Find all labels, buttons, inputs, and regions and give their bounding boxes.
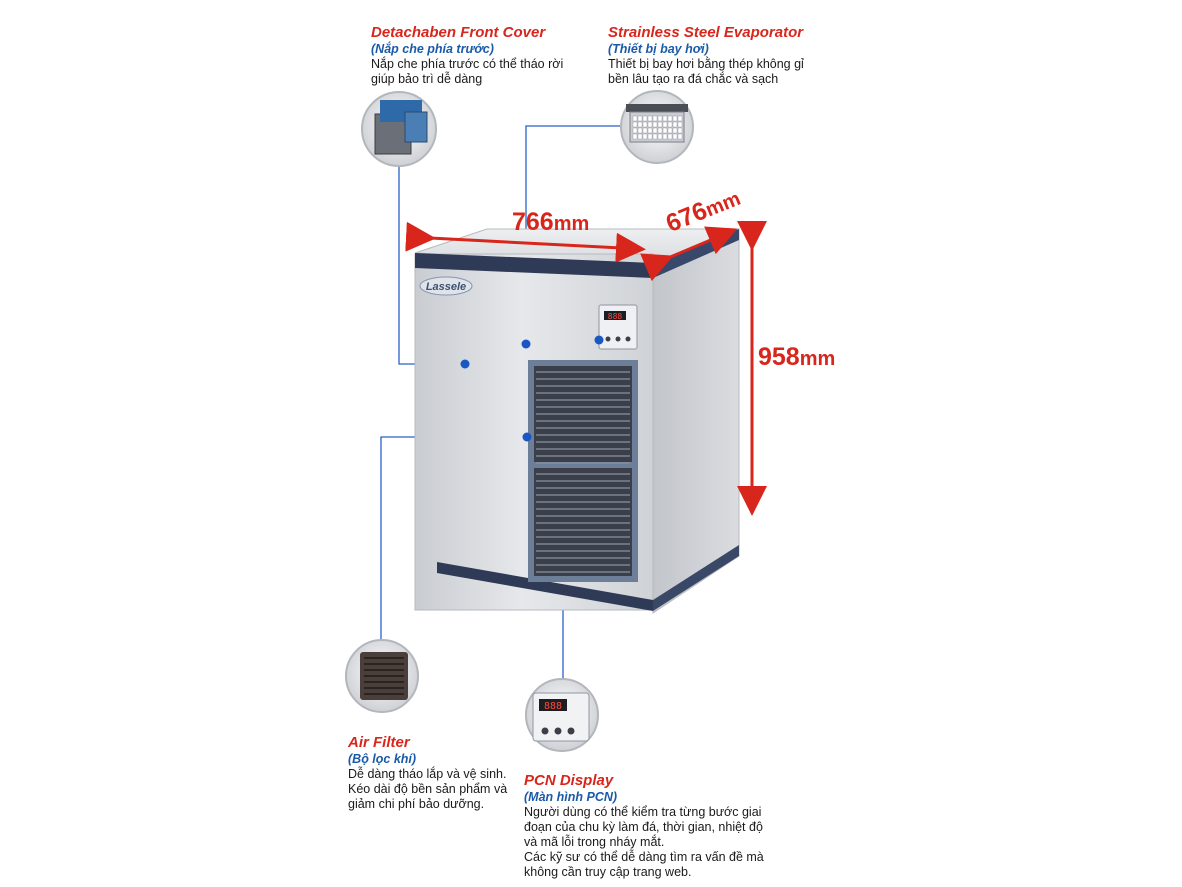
description-line: giảm chi phí bảo dưỡng. [348,797,485,811]
ice-cube-cell [677,127,683,134]
width-unit: mm [553,213,590,235]
description-line: Người dùng có thể kiểm tra từng bước gia… [524,805,762,819]
brand-logo: Lassele [426,281,466,293]
feature-front-cover: Detachaben Front Cover (Nắp che phía trư… [371,24,601,87]
description-line: Thiết bị bay hơi bằng thép không gỉ [608,57,804,71]
width-arrow [405,221,646,263]
ice-cube-cell [657,127,663,134]
ice-cube-cell [652,115,658,122]
pcn-display-panel [598,304,638,350]
ice-cube-cell [647,115,653,122]
feature-description: Dễ dàng tháo lắp và vệ sinh. Kéo dài độ … [348,767,548,812]
description-line: giúp bảo trì dễ dàng [371,72,483,86]
feature-description: Người dùng có thể kiểm tra từng bước gia… [524,805,794,880]
ice-cube-cell [652,127,658,134]
feature-subtitle: (Nắp che phía trước) [371,42,494,56]
width-dimension-label: 766mm [512,208,589,237]
feature-subtitle: (Bộ lọc khí) [348,752,417,766]
ice-cube-cell [647,121,653,128]
thumbnail-display-readout: 888 [544,701,562,712]
dimension-arrows [405,221,767,516]
ice-cube-cell [662,133,668,140]
ice-cube-cell [667,115,673,122]
callout-dot-front-cover [460,359,470,369]
feature-title: Strainless Steel Evaporator [608,24,804,41]
louver-panel-lower [528,462,638,582]
ice-cube-cell [677,115,683,122]
evaporator-thumbnail-icon [620,90,694,164]
height-unit: mm [799,348,836,370]
ice-cube-cell [657,133,663,140]
display-readout: 888 [608,312,623,321]
ice-cube-cell [647,133,653,140]
pcn-display-thumbnail-icon [525,678,599,752]
ice-cube-cell [672,121,678,128]
ice-cube-cell [662,121,668,128]
ice-cube-cell [677,121,683,128]
front-cover-thumbnail-icon [361,91,437,167]
ice-cube-cell [642,121,648,128]
ice-cube-cell [672,133,678,140]
ice-cube-cell [652,121,658,128]
ice-cube-cell [667,127,673,134]
ice-cube-cell [632,115,638,122]
description-line: Dễ dàng tháo lắp và vệ sinh. [348,767,507,781]
description-line: và mã lỗi trong nháy mắt. [524,835,665,849]
callout-dot-evaporator [521,339,531,349]
ice-cube-cell [657,115,663,122]
ice-cube-cell [672,115,678,122]
ice-cube-cell [637,133,643,140]
description-line: Các kỹ sư có thể dễ dàng tìm ra vấn đề m… [524,850,764,864]
feature-pcn-display: PCN Display (Màn hình PCN) Người dùng có… [524,772,794,880]
ice-cube-cell [662,127,668,134]
ice-cube-cell [657,121,663,128]
feature-description: Thiết bị bay hơi bằng thép không gỉ bền … [608,57,848,87]
width-value: 766 [512,208,554,236]
ice-cube-cell [632,133,638,140]
ice-cube-cell [642,127,648,134]
feature-description: Nắp che phía trước có thể tháo rời giúp … [371,57,601,87]
ice-cube-cell [637,115,643,122]
depth-arrow [640,226,738,282]
ice-cube-cell [637,121,643,128]
description-line: Nắp che phía trước có thể tháo rời [371,57,564,71]
ice-cube-cell [667,133,673,140]
air-filter-thumbnail-icon [345,639,419,713]
ice-cube-cell [672,127,678,134]
ice-cube-cell [647,127,653,134]
callout-dot-air-filter [522,432,532,442]
ice-cube-cell [642,133,648,140]
height-dimension-label: 958mm [758,343,835,372]
feature-subtitle: (Thiết bị bay hơi) [608,42,709,56]
callout-dot-pcn-display [594,335,604,345]
ice-cube-cell [632,121,638,128]
height-value: 958 [758,343,800,371]
ice-cube-cell [642,115,648,122]
feature-subtitle: (Màn hình PCN) [524,790,618,804]
ice-cube-cell [667,121,673,128]
feature-title: Air Filter [348,734,410,751]
feature-title: PCN Display [524,772,614,789]
ice-cube-cell [677,133,683,140]
description-line: bền lâu tạo ra đá chắc và sạch [608,72,779,86]
louver-panel-upper [528,360,638,472]
description-line: đoạn của chu kỳ làm đá, thời gian, nhiệt… [524,820,763,834]
feature-title: Detachaben Front Cover [371,24,546,41]
brand-logo-badge [419,276,473,296]
ice-cube-cell [662,115,668,122]
cabinet-bottom-trim [437,562,653,611]
description-line: Kéo dài độ bền sản phẩm và [348,782,508,796]
feature-air-filter: Air Filter (Bộ lọc khí) Dễ dàng tháo lắp… [348,734,548,812]
ice-cube-cell [652,133,658,140]
ice-cube-cell [632,127,638,134]
feature-evaporator: Strainless Steel Evaporator (Thiết bị ba… [608,24,848,87]
description-line: không cần truy cập trang web. [524,865,692,879]
ice-cube-cell [637,127,643,134]
